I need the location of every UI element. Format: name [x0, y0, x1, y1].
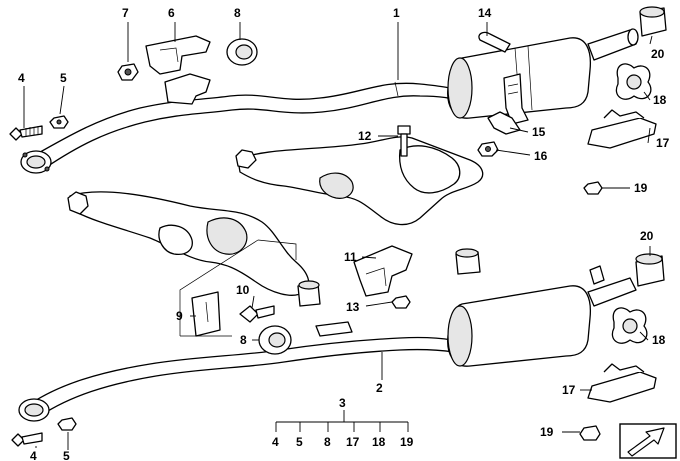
lower-muffler	[447, 265, 637, 367]
nut-19-upper	[583, 181, 603, 195]
upper-muffler	[447, 28, 639, 119]
nut-5-upper	[49, 115, 69, 129]
label-part-19: 19	[634, 181, 648, 195]
bolt-4-lower	[11, 432, 43, 447]
label-part-11: 11	[344, 250, 357, 264]
nut-5-lower	[57, 417, 77, 431]
label-part-7: 7	[122, 6, 129, 20]
lower-flange	[18, 398, 50, 422]
label-part-18: 18	[653, 93, 667, 107]
kit-item: 18	[372, 435, 386, 449]
nut-7	[117, 63, 139, 81]
nut-13	[391, 295, 411, 309]
rear-axle-subframe	[235, 136, 484, 226]
upper-clamp	[478, 31, 529, 125]
label-part-19-lower: 19	[540, 425, 554, 439]
label-part-17-lower: 17	[562, 383, 576, 397]
kit-contents-row: 4 5 8 17 18 19	[272, 435, 414, 449]
kit-item: 4	[272, 435, 279, 449]
rubber-ring-18-lower	[611, 307, 648, 344]
kit-item: 8	[324, 435, 331, 449]
label-part-18-lower: 18	[652, 333, 666, 347]
bracket-17-upper	[587, 109, 657, 149]
bracket-17-lower	[587, 363, 657, 403]
label-part-5: 5	[60, 71, 67, 85]
nut-19-lower	[579, 425, 601, 441]
label-part-8: 8	[234, 6, 241, 20]
label-part-4-lower: 4	[30, 449, 37, 461]
label-part-20-lower: 20	[640, 229, 654, 243]
upper-flange	[20, 150, 52, 174]
rubber-mounts-axle	[297, 248, 481, 307]
label-part-9: 9	[176, 309, 183, 323]
bolt-4-upper	[9, 125, 43, 141]
hanger-bracket-6	[145, 35, 211, 105]
kit-item: 5	[296, 435, 303, 449]
nut-16	[477, 141, 499, 157]
front-axle-subframe	[67, 191, 310, 296]
label-part-3: 3	[339, 396, 346, 410]
label-part-4: 4	[18, 71, 25, 85]
bolt-12	[397, 125, 411, 157]
part-labels: 7 6 8 1 14 20 4 5 18 12 15 17 16 19 20 1…	[18, 6, 670, 461]
rubber-ring-18-upper	[615, 63, 652, 100]
sleeve-20-lower	[635, 253, 665, 287]
label-part-14: 14	[478, 6, 492, 20]
leader-lines	[23, 22, 653, 450]
arrow-icon[interactable]	[619, 423, 677, 459]
label-part-8-lower: 8	[240, 333, 247, 347]
bracket-9	[191, 291, 221, 337]
axle-bracket-11	[353, 245, 413, 297]
rubber-mount-8-lower	[258, 325, 292, 355]
sleeve-20-upper	[639, 6, 667, 37]
rubber-mount-8-upper	[226, 38, 258, 66]
label-part-10: 10	[236, 283, 250, 297]
bolt-10	[239, 305, 275, 323]
label-part-13: 13	[346, 300, 360, 314]
label-part-2: 2	[376, 381, 383, 395]
kit-item: 17	[346, 435, 360, 449]
label-part-12: 12	[358, 129, 372, 143]
kit-item: 19	[400, 435, 414, 449]
label-part-20: 20	[651, 47, 665, 61]
label-part-15: 15	[532, 125, 546, 139]
label-part-17: 17	[656, 136, 670, 150]
label-part-1: 1	[393, 6, 400, 20]
label-part-16: 16	[534, 149, 548, 163]
label-part-5-lower: 5	[63, 449, 70, 461]
label-part-6: 6	[168, 6, 175, 20]
